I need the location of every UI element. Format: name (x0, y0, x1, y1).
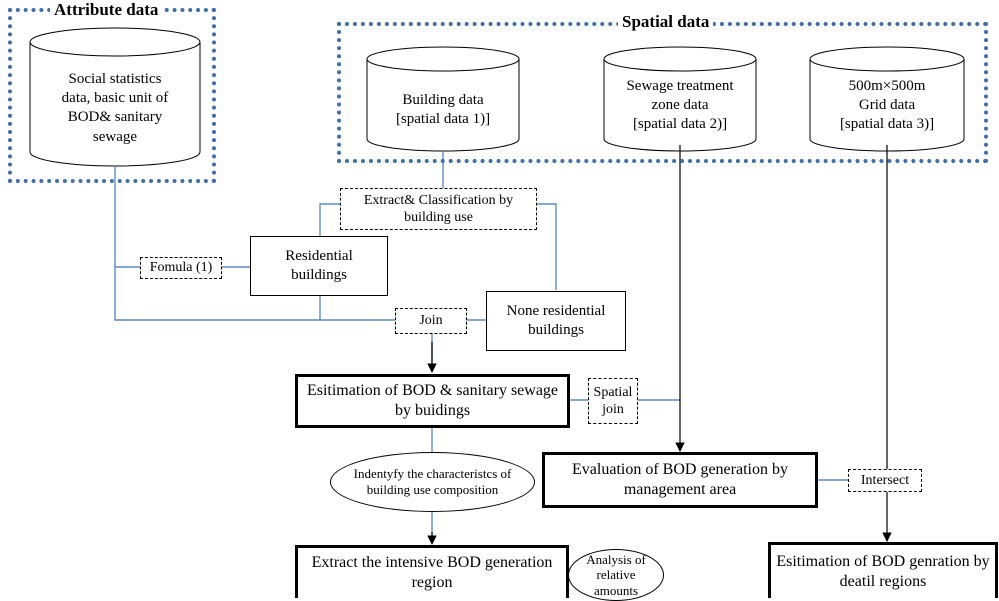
identify-characteristics-ellipse: Indentyfy the characteristcs of building… (330, 452, 535, 512)
residential-buildings-box: Residential buildings (250, 236, 388, 296)
non-residential-buildings-box: None residential buildings (486, 291, 626, 351)
extract-intensive-region-box: Extract the intensive BOD generation reg… (295, 545, 569, 598)
estimation-by-buildings-box: Esitimation of BOD & sanitary sewage by … (295, 374, 570, 428)
cylinder-grid-data (809, 46, 965, 152)
sewage-zone-text: Sewage treatment zone data [spatial data… (626, 78, 734, 133)
cylinder-social-statistics (29, 27, 201, 167)
formula-op: Fomula (1) (140, 257, 222, 279)
grid-data-text: 500m×500m Grid data [spatial data 3)] (839, 78, 935, 133)
join-op: Join (395, 308, 467, 334)
evaluation-by-management-area-box: Evaluation of BOD generation by manageme… (542, 452, 818, 508)
social-statistics-text: Social statistics data, basic unit of BO… (61, 71, 169, 145)
building-data-text: Building data [spatial data 1)] (395, 92, 491, 128)
attribute-data-label: Attribute data (50, 0, 163, 20)
extract-classification-op: Extract& Classification by building use (340, 188, 537, 230)
estimation-by-detail-regions-box: Esitimation of BOD genration by deatil r… (768, 542, 998, 598)
analysis-relative-amounts-ellipse: Analysis of relative amounts (568, 549, 664, 601)
cylinder-building-data (366, 46, 520, 152)
spatial-data-label: Spatial data (618, 12, 714, 32)
spatial-join-op: Spatial join (588, 378, 638, 424)
intersect-op: Intersect (848, 469, 922, 492)
